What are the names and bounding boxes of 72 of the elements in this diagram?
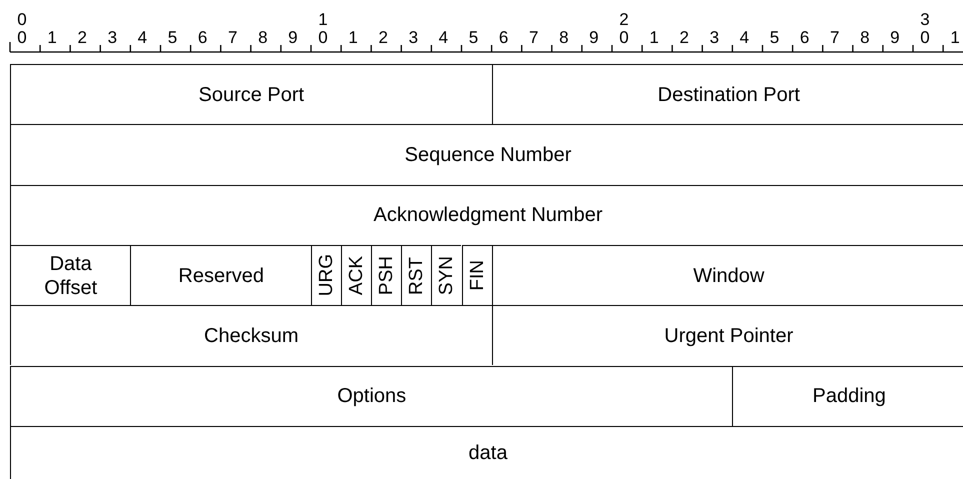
bit-number: 0 bbox=[16, 29, 28, 47]
bit-decade-number: 2 bbox=[618, 11, 630, 29]
bit-number: 3 bbox=[408, 29, 420, 47]
bit-number: 2 bbox=[76, 29, 88, 47]
bit-number: 9 bbox=[588, 29, 600, 47]
bit-number: 1 bbox=[949, 29, 961, 47]
bit-number: 7 bbox=[226, 29, 238, 47]
field-name: URG bbox=[317, 254, 336, 297]
header-field bbox=[10, 184, 963, 245]
field-name: SYN bbox=[437, 256, 456, 296]
bit-number: 9 bbox=[889, 29, 901, 47]
flag-field bbox=[311, 244, 342, 306]
field-name: Destination Port bbox=[658, 82, 800, 107]
field-name: data bbox=[468, 440, 508, 465]
field-name: Reserved bbox=[178, 264, 264, 288]
bit-number: 8 bbox=[859, 29, 871, 47]
bit-number: 5 bbox=[468, 29, 480, 47]
header-field bbox=[10, 366, 732, 426]
bit-number: 1 bbox=[347, 29, 359, 47]
bit-number: 0 bbox=[618, 29, 630, 47]
bit-decade-number: 0 bbox=[16, 11, 28, 29]
flag-field bbox=[431, 244, 462, 306]
header-field bbox=[492, 244, 963, 306]
flag-field bbox=[371, 244, 402, 306]
field-name: Source Port bbox=[198, 82, 304, 107]
bit-number: 6 bbox=[196, 29, 208, 47]
bit-number: 0 bbox=[317, 29, 329, 47]
field-name: ACK bbox=[347, 256, 366, 296]
flag-field bbox=[341, 244, 372, 306]
bit-number: 8 bbox=[558, 29, 570, 47]
bit-number: 4 bbox=[438, 29, 450, 47]
bit-number: 1 bbox=[648, 29, 660, 47]
bit-number: 2 bbox=[377, 29, 389, 47]
bit-number: 7 bbox=[528, 29, 540, 47]
header-field bbox=[492, 305, 963, 366]
field-name: Checksum bbox=[204, 324, 299, 348]
bit-number: 5 bbox=[166, 29, 178, 47]
header-field bbox=[10, 64, 492, 124]
header-field bbox=[732, 366, 963, 426]
flag-field bbox=[462, 244, 492, 306]
field-name: Urgent Pointer bbox=[664, 324, 794, 348]
header-field bbox=[10, 426, 963, 479]
field-name: Options bbox=[337, 384, 406, 408]
bit-number: 8 bbox=[257, 29, 269, 47]
header-field bbox=[10, 124, 963, 185]
field-name: RST bbox=[407, 256, 426, 295]
bit-number: 0 bbox=[919, 29, 931, 47]
bit-number: 3 bbox=[708, 29, 720, 47]
bit-number: 4 bbox=[136, 29, 148, 47]
field-name: Window bbox=[693, 264, 764, 288]
bit-number: 6 bbox=[498, 29, 510, 47]
bit-number: 3 bbox=[106, 29, 118, 47]
bit-decade-number: 1 bbox=[317, 11, 329, 29]
field-name: PSH bbox=[377, 256, 396, 296]
bit-number: 4 bbox=[738, 29, 750, 47]
header-field bbox=[130, 244, 311, 306]
field-name: Sequence Number bbox=[404, 142, 572, 167]
bit-number: 7 bbox=[828, 29, 840, 47]
bit-number: 1 bbox=[46, 29, 58, 47]
field-name: FIN bbox=[468, 260, 487, 291]
header-field bbox=[10, 244, 130, 306]
field-name: Padding bbox=[812, 384, 886, 408]
bit-number: 5 bbox=[768, 29, 780, 47]
header-field bbox=[10, 305, 492, 366]
bit-number: 2 bbox=[678, 29, 690, 47]
bit-number: 6 bbox=[798, 29, 810, 47]
flag-field bbox=[401, 244, 432, 306]
field-name: Data Offset bbox=[43, 252, 98, 300]
header-field bbox=[492, 64, 963, 124]
bit-decade-number: 3 bbox=[919, 11, 931, 29]
field-name: Acknowledgment Number bbox=[374, 203, 602, 228]
bit-number: 9 bbox=[287, 29, 299, 47]
